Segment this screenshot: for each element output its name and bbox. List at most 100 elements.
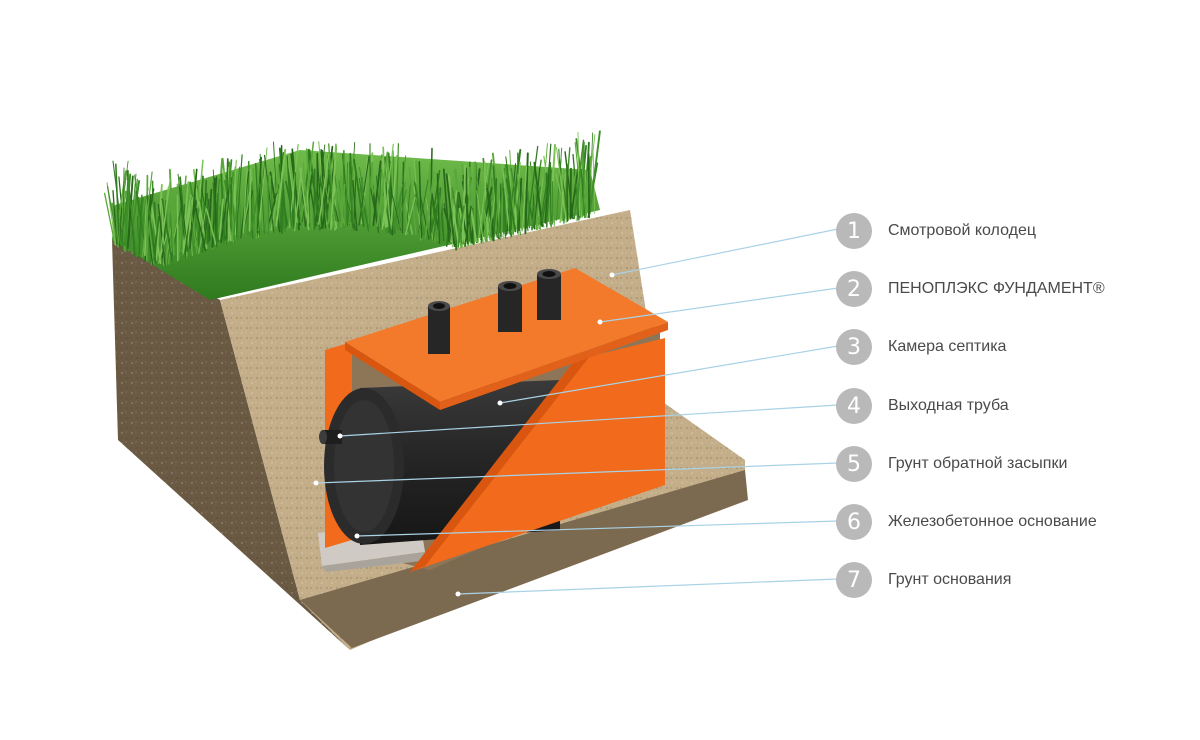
legend-item-concrete-base: 6 Железобетонное основание	[836, 503, 1097, 541]
grass-blade	[157, 203, 166, 266]
grass-blade	[544, 143, 552, 224]
grass-blade	[425, 198, 434, 243]
grass-blade	[372, 160, 382, 227]
grass-blade	[377, 169, 382, 231]
grass-blade	[267, 175, 270, 235]
leader-points	[313, 272, 615, 597]
grass-blade	[205, 208, 217, 246]
legend-label: Грунт обратной засыпки	[888, 455, 1068, 472]
grass-blade	[330, 143, 337, 230]
grass-blade	[218, 198, 224, 240]
grass-blade	[438, 194, 442, 245]
grass-blade	[206, 192, 209, 245]
legend-item-inspection-well: 1 Смотровой колодец	[836, 212, 1036, 250]
grass-blade	[263, 154, 275, 233]
legend-number-badge: 5	[836, 446, 872, 482]
grass-blade	[529, 165, 540, 230]
grass-blade	[467, 166, 472, 247]
grass-blade	[319, 178, 331, 230]
grass-blade	[116, 190, 127, 248]
grass-blade	[569, 167, 572, 220]
grass-blade	[509, 149, 522, 235]
grass-blade	[422, 161, 432, 233]
grass-blade	[235, 154, 243, 235]
grass-blade	[345, 162, 349, 229]
grass-blade	[359, 166, 369, 228]
grass-blade	[250, 188, 254, 240]
grass-blade	[286, 155, 292, 227]
grass-blade	[275, 148, 287, 227]
grass-blade	[382, 146, 387, 228]
grass-blade	[182, 207, 191, 254]
grass-blade	[577, 131, 581, 217]
insulation-top-slab	[345, 268, 668, 410]
legend-label: Смотровой колодец	[888, 222, 1037, 239]
legend-number-badge: 7	[836, 562, 872, 598]
grass-blade	[376, 151, 389, 228]
grass-blade	[299, 167, 310, 231]
grass-blade	[478, 180, 488, 242]
grass-blade	[331, 149, 342, 224]
grass-blade	[119, 207, 123, 247]
grass-blade	[340, 183, 346, 228]
grass-blade	[505, 178, 517, 233]
grass-blade	[486, 187, 495, 242]
grass-blade	[122, 167, 125, 250]
grass-blade	[233, 166, 241, 236]
legend-item-tank-chamber: 3 Камера септика	[836, 328, 1006, 366]
legend-item-outlet-pipe: 4 Выходная труба	[836, 387, 1009, 425]
grass-blade	[404, 197, 416, 236]
grass-blade	[555, 147, 563, 221]
grass-blade	[103, 192, 116, 246]
grass-blade	[383, 143, 394, 227]
grass-blade	[439, 187, 445, 242]
grass-blade	[488, 196, 495, 239]
legend-number-badge: 6	[836, 504, 872, 540]
grass-blade	[225, 190, 230, 240]
grass-blade	[199, 205, 205, 253]
grass-blade	[128, 180, 140, 251]
grass-blade	[155, 183, 163, 262]
grass-blade	[280, 189, 285, 234]
grass-blade	[290, 153, 302, 226]
grass-blade	[292, 172, 296, 229]
grass-blade	[207, 188, 213, 242]
grass-blade	[567, 171, 577, 221]
grass-blade	[126, 175, 134, 250]
grass-blade	[249, 183, 261, 237]
grass-blade	[203, 198, 210, 249]
septic-tank	[324, 380, 560, 545]
legend-number-badge: 2	[836, 271, 872, 307]
grass-blade	[464, 205, 472, 247]
grass-blade	[424, 170, 435, 239]
grass-blade	[493, 178, 498, 237]
grass-blade	[304, 174, 313, 228]
grass-blade	[436, 173, 441, 245]
grass-blade	[256, 156, 262, 234]
grass-blade	[491, 152, 503, 238]
grass-blade	[524, 152, 529, 235]
grass-blade	[457, 205, 465, 248]
grass-blade	[256, 164, 265, 230]
grass-blade	[220, 188, 229, 243]
grass-blade	[343, 163, 349, 227]
grass-blade	[418, 179, 429, 233]
grass-blade	[326, 155, 337, 222]
grass-blade	[252, 168, 258, 239]
grass-blade	[476, 180, 487, 242]
legend-number-badge: 1	[836, 213, 872, 249]
grass-blade	[397, 182, 406, 227]
grass-blade	[408, 166, 417, 235]
grass-blade	[177, 173, 189, 253]
grass-blade	[223, 179, 236, 243]
legend-label: Железобетонное основание	[888, 513, 1097, 530]
grass-blade	[189, 168, 198, 250]
grass-blade	[389, 155, 398, 234]
grass-blade	[533, 167, 541, 230]
grass-blade	[353, 158, 365, 228]
grass-blade	[185, 196, 194, 258]
grass-blade	[168, 168, 175, 256]
legend-label: ПЕНОПЛЭКС ФУНДАМЕНТ®	[888, 280, 1105, 297]
grass-blade	[349, 174, 355, 224]
grass-blade	[318, 153, 330, 225]
